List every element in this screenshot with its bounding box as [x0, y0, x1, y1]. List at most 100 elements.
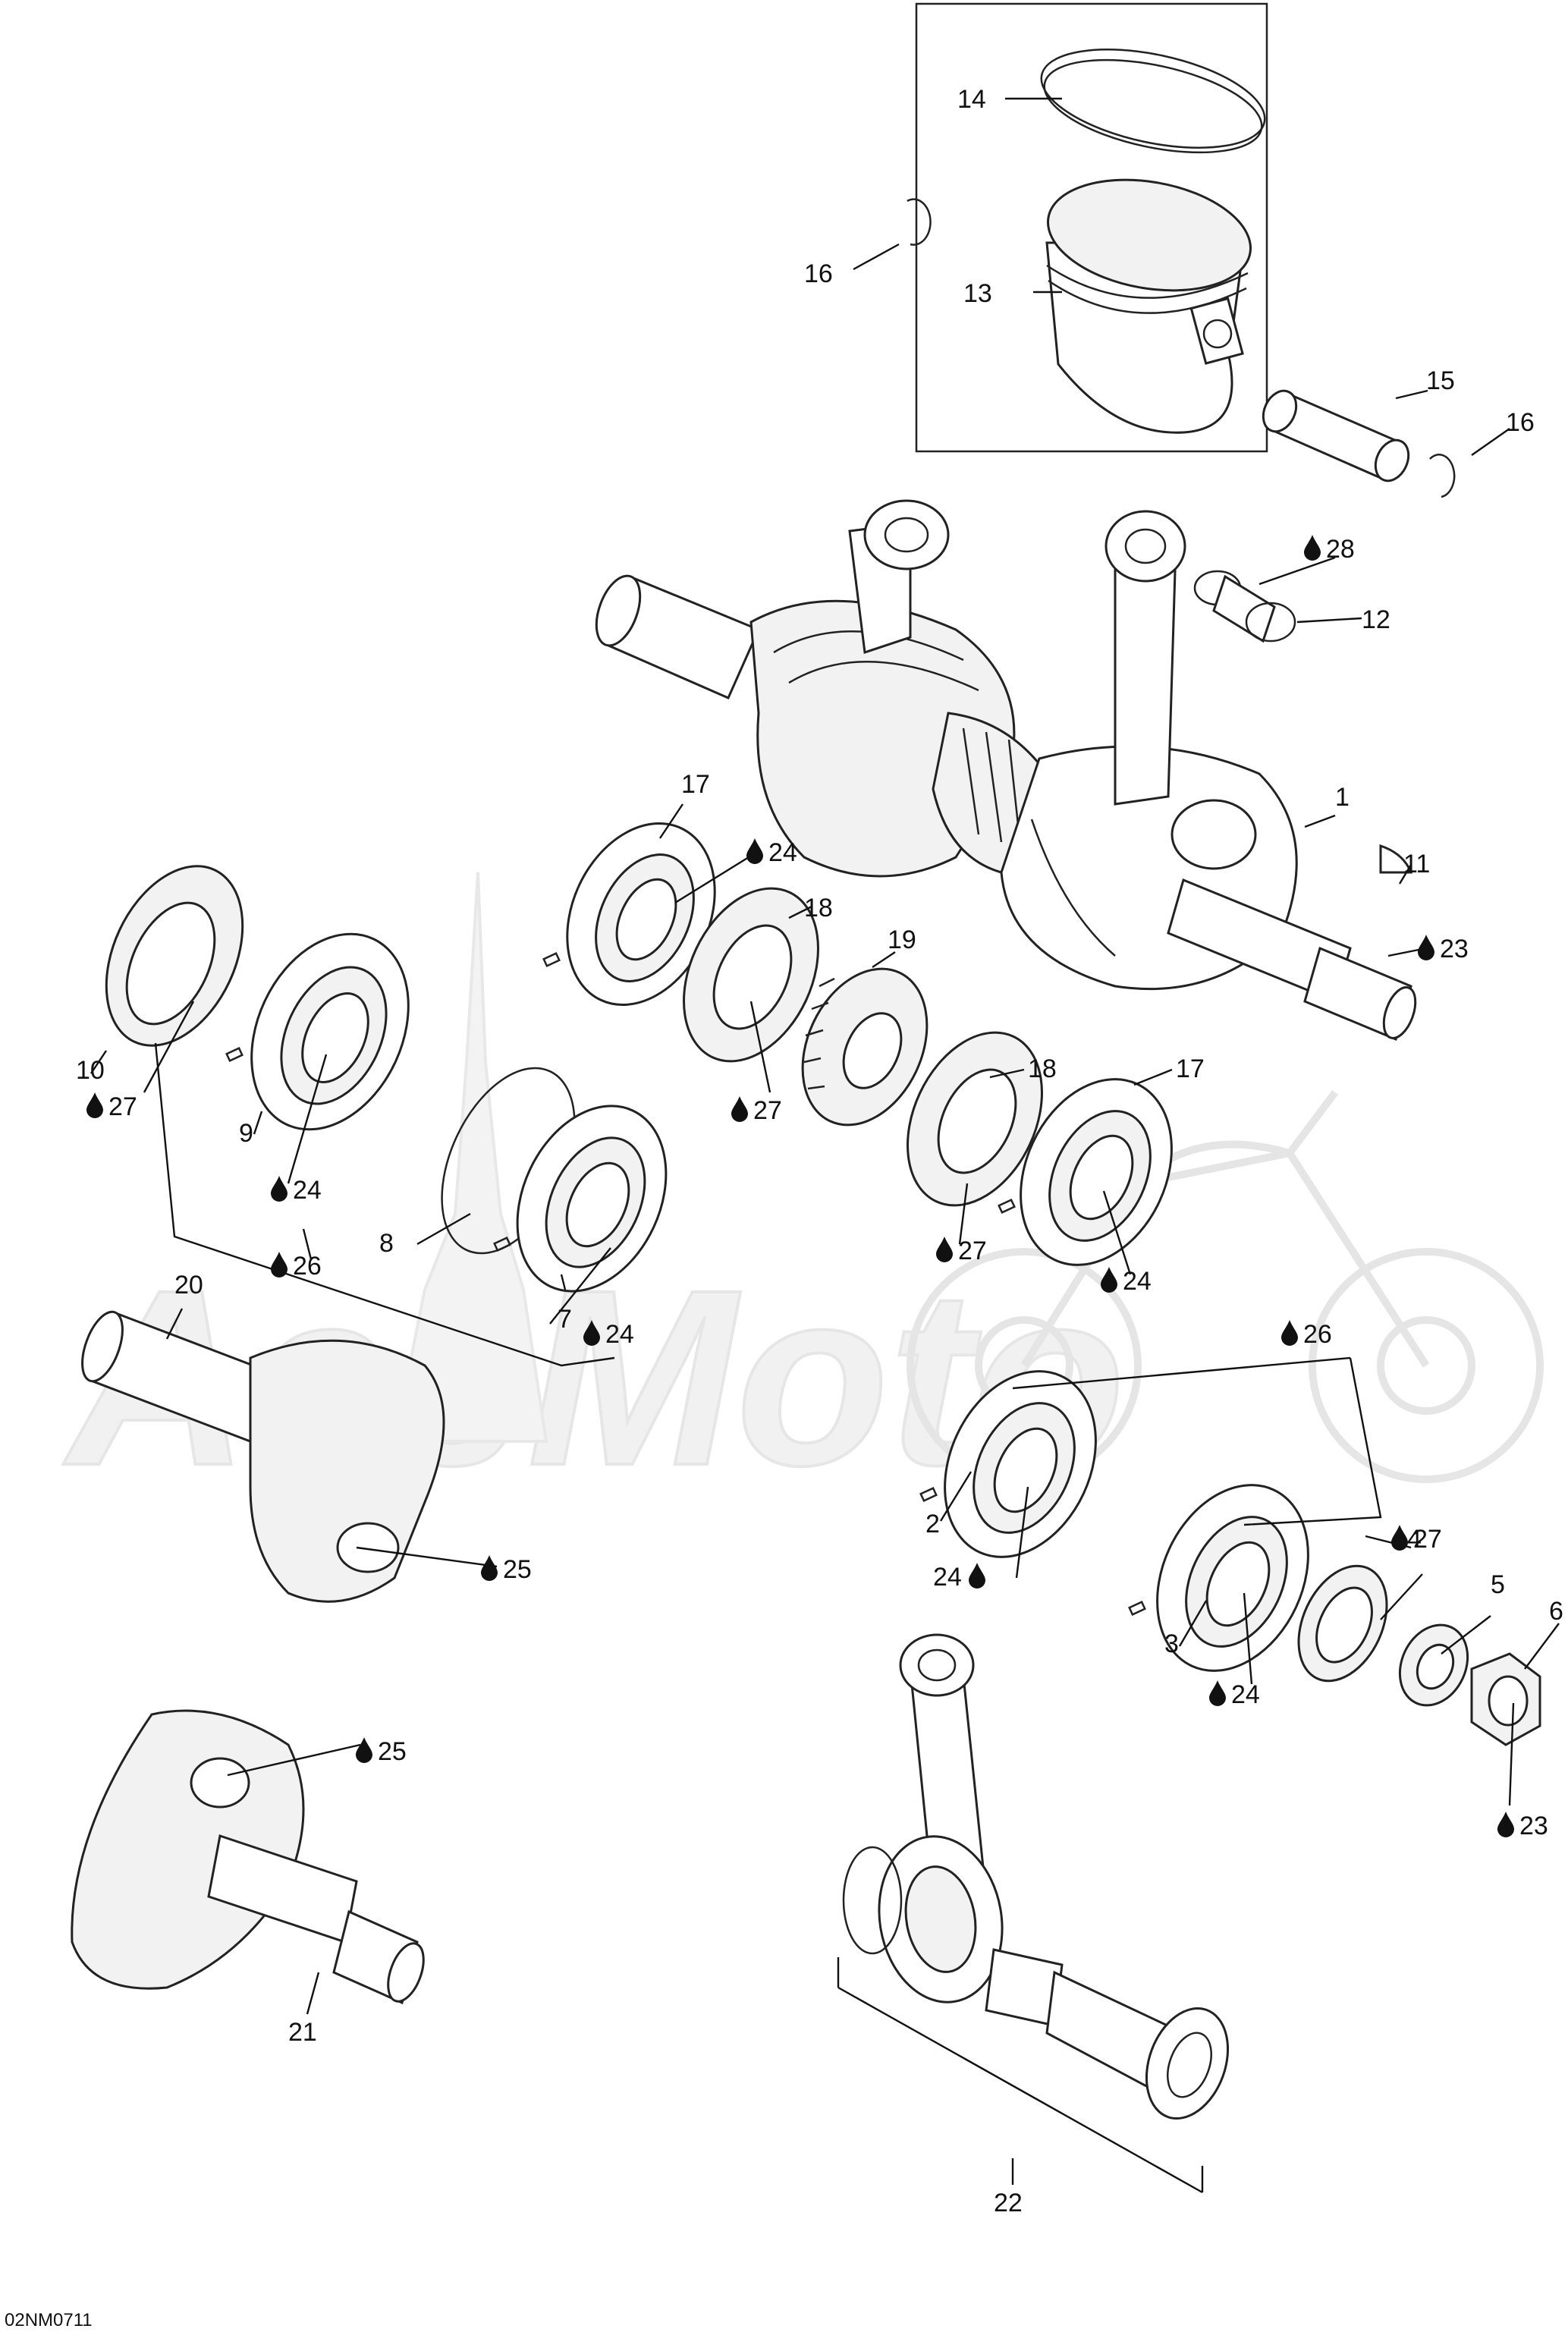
ball-bearing-17-upper — [542, 822, 716, 1007]
callout-18: 18 — [804, 894, 833, 922]
callout-24: 24 — [933, 1563, 985, 1592]
callout-number: 13 — [963, 279, 992, 308]
callout-3: 3 — [1164, 1629, 1179, 1658]
oil-seal-10 — [105, 865, 244, 1047]
callout-number: 25 — [503, 1555, 532, 1584]
callout-number: 27 — [753, 1096, 782, 1125]
oil-drop-icon — [936, 1237, 953, 1262]
callout-22: 22 — [994, 2189, 1023, 2217]
oil-seal-18-upper — [683, 887, 819, 1063]
tower-watermark — [392, 872, 548, 1443]
callout-number: 18 — [804, 894, 833, 922]
piston — [1045, 178, 1252, 434]
piston-ring-inner — [1043, 58, 1263, 154]
callout-number: 16 — [1506, 408, 1535, 437]
callout-27: 27 — [86, 1092, 137, 1121]
callout-number: 20 — [174, 1271, 203, 1299]
callout-number: 23 — [1440, 935, 1469, 963]
oil-drop-icon — [1391, 1525, 1408, 1551]
callout-number: 12 — [1362, 605, 1390, 634]
callout-number: 15 — [1426, 366, 1455, 395]
callout-10: 10 — [76, 1056, 105, 1085]
callout-number: 22 — [994, 2189, 1023, 2217]
lock-washer-5 — [1398, 1623, 1469, 1707]
callout-24: 24 — [1101, 1267, 1152, 1296]
callout-27: 27 — [936, 1237, 987, 1265]
callout-number: 17 — [1176, 1054, 1205, 1083]
callout-23: 23 — [1497, 1812, 1548, 1840]
callout-15: 15 — [1426, 366, 1455, 395]
callout-9: 9 — [239, 1119, 253, 1148]
callout-24: 24 — [271, 1176, 322, 1205]
oil-drop-icon — [1497, 1812, 1514, 1837]
circlip-right — [1429, 454, 1456, 498]
callout-24: 24 — [1209, 1680, 1260, 1709]
callout-number: 27 — [108, 1092, 137, 1121]
oil-drop-icon — [1418, 935, 1434, 960]
oil-drop-icon — [746, 838, 763, 864]
callout-number: 24 — [768, 838, 797, 867]
oil-drop-icon — [271, 1252, 288, 1277]
crank-half-21 — [71, 1709, 425, 2005]
callout-number: 27 — [1413, 1525, 1442, 1554]
callout-number: 28 — [1326, 535, 1355, 564]
drawing-code: 02NM0711 — [5, 2310, 93, 2330]
callout-7: 7 — [558, 1305, 572, 1334]
callout-number: 24 — [605, 1320, 634, 1349]
piston-pin — [1262, 389, 1410, 482]
oil-seal-4 — [1297, 1564, 1388, 1683]
callout-16: 16 — [1506, 408, 1535, 437]
oil-drop-icon — [271, 1176, 288, 1202]
piston-kit-frame — [915, 2, 1268, 453]
callout-number: 9 — [239, 1119, 253, 1148]
oil-drop-icon — [356, 1737, 372, 1763]
callout-1: 1 — [1335, 783, 1350, 812]
callout-number: 10 — [76, 1056, 105, 1085]
oil-drop-icon — [481, 1555, 498, 1581]
callout-27: 27 — [1391, 1525, 1442, 1554]
callout-2: 2 — [925, 1510, 940, 1538]
callout-16: 16 — [804, 259, 833, 288]
callout-21: 21 — [288, 2018, 317, 2047]
ring — [1245, 602, 1296, 643]
crankshaft-assembly — [595, 499, 1417, 1042]
callout-13: 13 — [963, 279, 992, 308]
oil-drop-icon — [1304, 535, 1321, 561]
callout-number: 24 — [293, 1176, 322, 1205]
callout-number: 14 — [957, 85, 986, 114]
callout-25: 25 — [356, 1737, 407, 1766]
ball-bearing-2 — [919, 1370, 1097, 1558]
callout-14: 14 — [957, 85, 986, 114]
ball-bearing-9 — [225, 932, 410, 1131]
circlip-left — [907, 198, 932, 246]
leader-lines — [90, 97, 1560, 2185]
callout-number: 24 — [933, 1563, 962, 1592]
callout-24: 24 — [583, 1320, 634, 1349]
callout-number: 3 — [1164, 1629, 1179, 1658]
callout-23: 23 — [1418, 935, 1469, 963]
oil-seal-18-lower — [907, 1031, 1043, 1207]
callout-12: 12 — [1362, 605, 1390, 634]
callout-number: 16 — [804, 259, 833, 288]
piston-ring — [1040, 49, 1266, 149]
callout-24: 24 — [746, 838, 797, 867]
callout-11: 11 — [1403, 850, 1430, 878]
callout-17: 17 — [1176, 1054, 1205, 1083]
callout-number: 21 — [288, 2018, 317, 2047]
oil-drop-icon — [1101, 1267, 1117, 1293]
callout-number: 5 — [1491, 1570, 1505, 1599]
callout-number: 17 — [681, 770, 710, 799]
woodruff-key — [1379, 844, 1413, 874]
crank-half-20 — [81, 1310, 445, 1603]
callout-25: 25 — [481, 1555, 532, 1584]
callout-number: 25 — [378, 1737, 407, 1766]
helical-gear-19 — [801, 967, 929, 1127]
callout-number: 19 — [888, 926, 916, 954]
oil-drop-icon — [731, 1096, 748, 1122]
callout-4: 4 — [1407, 1525, 1422, 1554]
callout-number: 1 — [1335, 783, 1350, 812]
callout-number: 26 — [1303, 1320, 1332, 1349]
connecting-rod-kit-22 — [837, 1633, 1230, 2194]
callout-number: 11 — [1403, 850, 1430, 878]
